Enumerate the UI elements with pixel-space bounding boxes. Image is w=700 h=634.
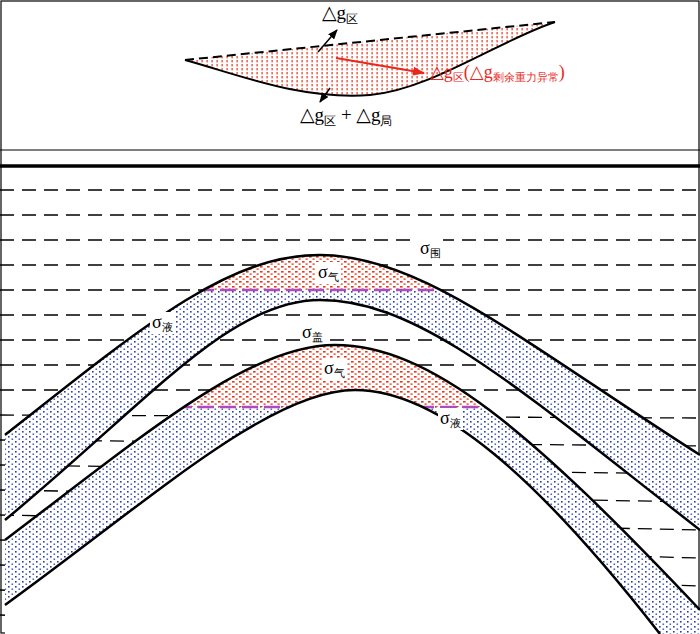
density-label: σ液 [438,408,463,430]
density-label: σ气 [322,358,347,380]
density-label: σ液 [150,312,175,334]
density-label: σ气 [316,262,341,284]
total-anomaly-label: △g区 + △g局 [300,104,392,128]
residual-anomaly-label: △g区(△g剩余重力异常) [430,62,565,84]
density-label: σ盖 [300,322,325,344]
density-label: σ围 [418,238,443,260]
regional-anomaly-label: △g区 [322,2,358,26]
